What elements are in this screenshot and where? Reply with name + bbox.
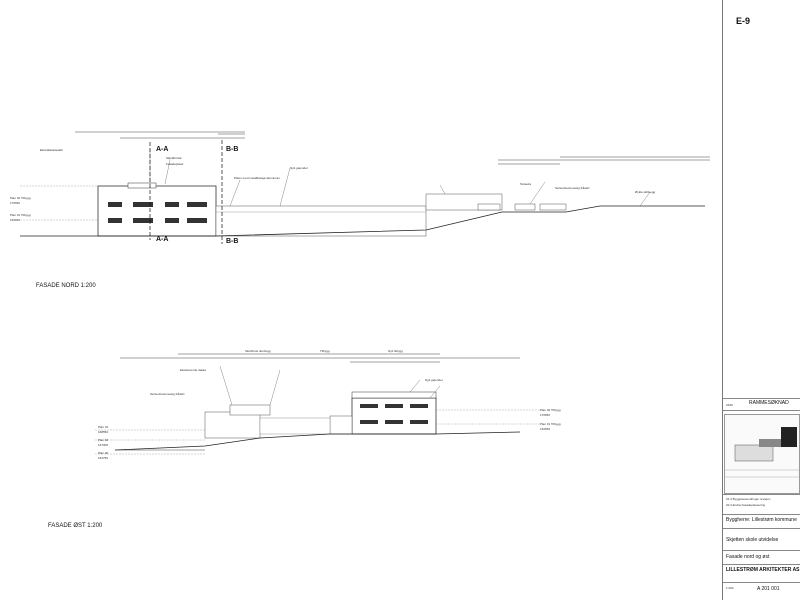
annotation: Sørsenhetsmessig frådørt [555, 186, 590, 190]
level-value: 170650 [540, 413, 551, 417]
level-label: Plan 02 Tilbygg [540, 408, 561, 412]
revision-note: 02.3 Endret fasadeplassering [726, 503, 766, 507]
drawing-number: A 201 001 [757, 586, 780, 592]
annotation: Fasadeplater [166, 162, 184, 166]
builder-label: Byggherre: Lillestrøm kommune [726, 517, 797, 523]
level-label: Plan 01 Tilbygg [540, 422, 561, 426]
annotation: Tetteuks [520, 182, 532, 186]
north-facade-drawing [20, 131, 710, 244]
project-number: 2339 [726, 403, 733, 407]
annotation: Skolbrusk dunbugg [245, 349, 271, 353]
level-label: Plan 01 Tilbygg [10, 213, 31, 217]
level-value: 167300 [98, 443, 109, 447]
level-value: 163750 [98, 456, 109, 460]
section-mark-bb-bottom: B-B [226, 238, 239, 245]
section-mark-aa-top: A-A [156, 146, 169, 153]
annotation: Ekstrafasadeskilt [40, 148, 63, 152]
annotation: Sørsenhetsmessig frådørt [150, 392, 185, 396]
revision-note: 01.3 Byggelsesendringer revisjon [726, 497, 771, 501]
project-name: Skjetten skole utvidelse [726, 537, 779, 543]
site-key-map [724, 414, 800, 494]
annotation: Nytt tilbygg [388, 349, 403, 353]
east-facade-drawing [95, 353, 540, 455]
section-mark-aa-bottom: A-A [156, 236, 169, 243]
annotation: Tilbygg [320, 349, 330, 353]
stage-label: RAMMESØKNAD [749, 400, 789, 406]
title-block-divider [723, 550, 800, 551]
level-value: 166650 [10, 218, 21, 222]
level-label: Plan 02 [98, 438, 109, 442]
title-block-divider [723, 494, 800, 495]
north-facade-caption: FASADE NORD 1:200 [36, 283, 96, 289]
office-name: LILLESTRØM ARKITEKTER AS [726, 567, 800, 573]
drawing-title: Fasade nord og øst [726, 554, 770, 560]
section-mark-bb-top: B-B [226, 146, 239, 153]
level-value: 168550 [98, 430, 109, 434]
annotation: Skjoldbrusk [166, 156, 182, 160]
scale-label: 1:200 [726, 586, 734, 590]
title-block-divider [723, 528, 800, 529]
sheet-code: E-9 [736, 16, 751, 26]
level-label: Plan 02 Tilbygg [10, 196, 31, 200]
title-block-divider [723, 398, 800, 399]
title-block-divider [723, 410, 800, 411]
title-block-divider [723, 564, 800, 565]
annotation: Nytt gelender [290, 166, 308, 170]
annotation: Plater med metallbelagt aluminium [234, 176, 281, 180]
east-facade-caption: FASADE ØST 1:200 [48, 523, 103, 529]
title-block-divider [723, 514, 800, 515]
title-block-divider [723, 582, 800, 583]
level-label: Plan 01 [98, 425, 109, 429]
site-key-map-graphic [725, 427, 799, 478]
annotation: Nytt gelender [425, 378, 443, 382]
level-value: 170650 [10, 201, 21, 205]
title-block: 2339 RAMMESØKNAD 01.3 Byggelsesendringer… [722, 0, 800, 600]
annotation: Eksisterende dekke [180, 368, 207, 372]
annotation: Øykle skiltvegg [635, 190, 656, 194]
level-label: Plan 00 [98, 451, 109, 455]
level-value: 166650 [540, 427, 551, 431]
